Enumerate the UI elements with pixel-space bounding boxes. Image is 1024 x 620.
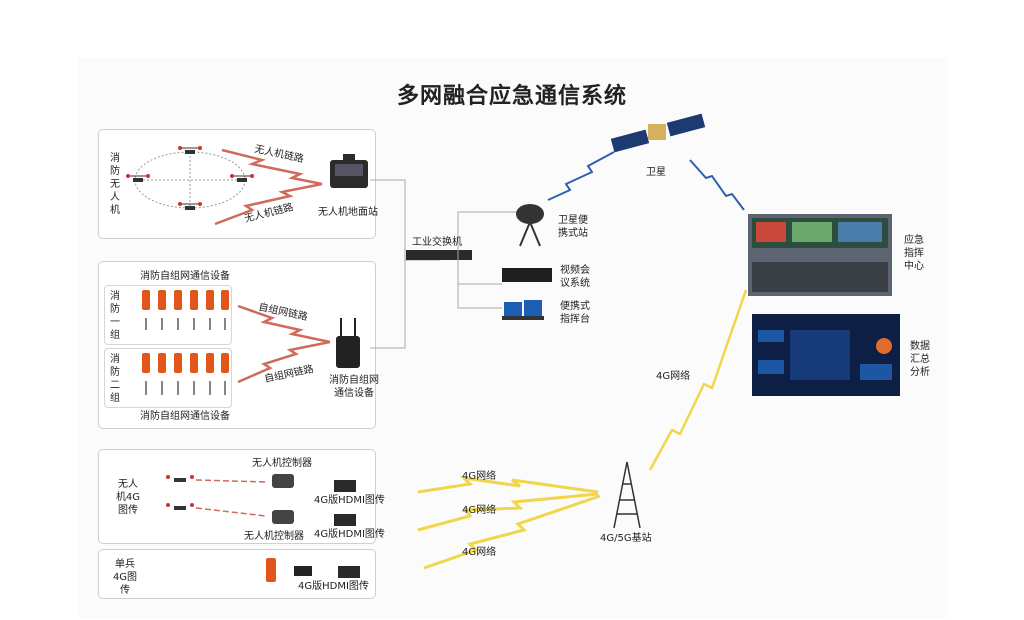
mesh-group2-label: 消防二组 bbox=[110, 354, 120, 404]
command-center-image bbox=[748, 214, 892, 296]
portable-cmd-icon bbox=[502, 300, 544, 320]
drone-panel bbox=[98, 129, 376, 239]
controller-top-label: 无人机控制器 bbox=[252, 458, 312, 469]
net-4g-link-3 bbox=[423, 494, 601, 570]
mesh-bottom-label: 消防自组网通信设备 bbox=[140, 411, 230, 422]
firefighter-row-1 bbox=[142, 290, 229, 310]
net-4g-link-2 bbox=[417, 492, 599, 532]
uav4g-panel-label: 无人机4G图传 bbox=[115, 479, 141, 516]
net-4g-link-1 bbox=[417, 475, 599, 494]
mesh-device-icon bbox=[336, 318, 360, 368]
ground-station-label: 无人机地面站 bbox=[318, 207, 378, 218]
data-analysis-label: 数据汇总分析 bbox=[910, 341, 930, 378]
video-conf-label: 视频会议系统 bbox=[560, 265, 590, 289]
net-4g-link-2-label: 4G网络 bbox=[462, 505, 497, 516]
command-center-label: 应急指挥中心 bbox=[904, 235, 924, 272]
data-dashboard-image bbox=[752, 314, 900, 396]
drone-link-bottom bbox=[214, 182, 323, 226]
satellite-icon bbox=[610, 113, 706, 153]
satellite-station-label: 卫星便携式站 bbox=[558, 215, 588, 239]
net-4g-right-label: 4G网络 bbox=[656, 371, 691, 382]
net-4g-link-1-label: 4G网络 bbox=[462, 471, 497, 482]
net-4g-link-3-label: 4G网络 bbox=[462, 547, 497, 558]
mesh-top-label: 消防自组网通信设备 bbox=[140, 271, 230, 282]
radio-row-2 bbox=[145, 381, 226, 395]
mesh-link-top bbox=[237, 304, 331, 344]
satellite-label: 卫星 bbox=[646, 167, 666, 178]
controller-bottom-label: 无人机控制器 bbox=[244, 531, 304, 542]
ground-station-icon bbox=[330, 154, 368, 188]
firefighter-row-2 bbox=[142, 353, 229, 373]
base-station-icon bbox=[613, 461, 641, 529]
hdmi-bottom-label: 4G版HDMI图传 bbox=[314, 529, 385, 540]
soldier-panel bbox=[98, 549, 376, 599]
uav4g-panel bbox=[98, 449, 376, 544]
wire-groundstation-switch bbox=[370, 179, 406, 349]
satellite-dish-icon bbox=[516, 204, 544, 247]
hdmi-top-label: 4G版HDMI图传 bbox=[314, 495, 385, 506]
wire-switch-devices bbox=[457, 211, 520, 260]
camera-icon bbox=[294, 566, 312, 576]
soldier-icon bbox=[266, 558, 276, 582]
drone-icon bbox=[126, 146, 254, 210]
soldier-hdmi-label: 4G版HDMI图传 bbox=[298, 581, 369, 592]
drone-panel-label: 消防无人机 bbox=[110, 153, 120, 216]
net-4g-right-link bbox=[648, 289, 748, 471]
controller-icon bbox=[272, 474, 294, 524]
sat-link-right bbox=[689, 159, 745, 211]
soldier-panel-label: 单兵4G图传 bbox=[112, 559, 138, 596]
hdmi-box-icon bbox=[334, 480, 360, 578]
base-station-label: 4G/5G基站 bbox=[600, 533, 652, 544]
mesh-device-label: 消防自组网通信设备 bbox=[329, 375, 379, 399]
video-conf-icon bbox=[502, 268, 552, 282]
page-title: 多网融合应急通信系统 bbox=[396, 84, 627, 109]
uav-4g-drone-icon bbox=[166, 475, 194, 510]
radio-row-1 bbox=[145, 318, 226, 330]
sat-link-left bbox=[547, 151, 615, 201]
portable-cmd-label: 便携式指挥台 bbox=[560, 301, 590, 325]
mesh-group1-label: 消防一组 bbox=[110, 291, 120, 341]
mesh-link-bottom bbox=[237, 340, 331, 384]
switch-icon bbox=[406, 250, 472, 260]
switch-label: 工业交换机 bbox=[412, 237, 462, 248]
drone-link-top bbox=[221, 148, 323, 186]
